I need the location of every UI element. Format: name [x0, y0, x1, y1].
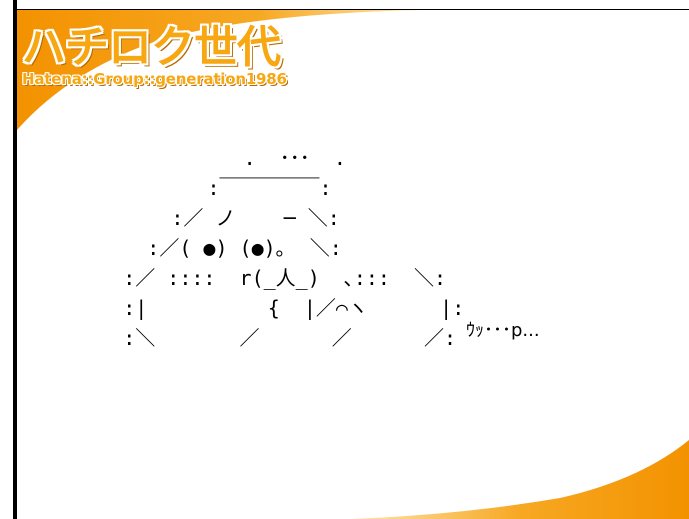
ascii-art: . ･･･ . :￣￣￣￣￣: :／ ノ ─ ＼: :／( ●) (●)｡ ＼:…: [63, 143, 464, 353]
site-logo[interactable]: ハチロク世代 Hatena::Group::generation1986: [22, 22, 287, 89]
left-border: [13, 0, 17, 519]
ascii-art-line: :／( ●) (●)｡ ＼:: [147, 236, 342, 260]
bottom-swoosh: [350, 440, 689, 519]
ascii-art-line: . ･･･ .: [243, 146, 346, 170]
ascii-art-line: :／ :::: r(_人_) ､::: ＼:: [123, 266, 447, 290]
top-swoosh: [17, 10, 420, 130]
logo-subtitle: Hatena::Group::generation1986: [22, 70, 287, 88]
ascii-art-line: :＼ ／ ／ ／:: [123, 326, 457, 350]
ascii-art-line: :| { |／⌒ヽ |:: [123, 296, 465, 320]
top-border: [13, 9, 689, 10]
ascii-art-line: :／ ノ ─ ＼:: [171, 206, 340, 230]
ascii-art-line: :￣￣￣￣￣:: [207, 176, 332, 200]
logo-title: ハチロク世代: [22, 22, 281, 73]
speech-text: ｳｯ･･･p...: [466, 320, 540, 341]
